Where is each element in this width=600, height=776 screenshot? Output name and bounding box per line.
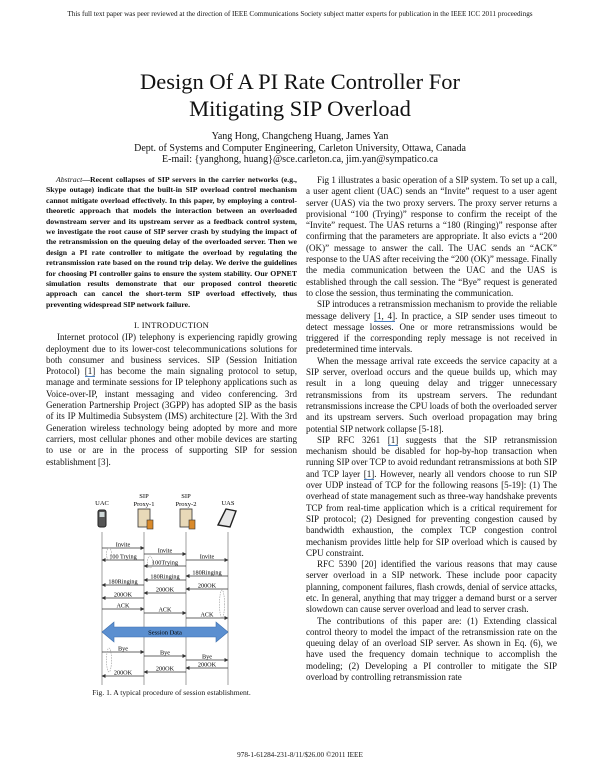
text: SIP introduces a retransmission mechanis…	[306, 299, 557, 321]
running-header: This full text paper was peer reviewed a…	[67, 10, 533, 18]
entity-label: UAS	[221, 500, 234, 507]
message-label: 200OK	[114, 592, 133, 599]
retransmission-timer-indicator	[106, 547, 112, 561]
message-label: 100Trying	[152, 560, 178, 567]
citation-link[interactable]: [1]	[363, 468, 375, 480]
message-label: 200OK	[198, 662, 217, 669]
message-label: Bye	[160, 650, 170, 657]
phone-screen	[99, 512, 105, 517]
message-label: 180Ringing	[150, 574, 179, 581]
affiliation: Dept. of Systems and Computer Engineerin…	[134, 142, 466, 154]
title-line-2: Mitigating SIP Overload	[189, 96, 411, 121]
message-label: ACK	[200, 612, 214, 619]
citation-link[interactable]: [1, 4]	[373, 310, 396, 322]
footer-copyright: 978-1-61284-231-8/11/$26.00 ©2011 IEEE	[237, 751, 363, 759]
session-data-arrow	[101, 621, 229, 643]
citation-link[interactable]: [1]	[84, 366, 96, 378]
paragraph: SIP RFC 3261 [1] suggests that the SIP r…	[306, 434, 557, 559]
message-label: Invite	[158, 548, 173, 555]
entity-label: UAC	[95, 500, 109, 507]
paragraph: RFC 5390 [20] identified the various rea…	[306, 559, 557, 615]
text: . However, nearly all vendors choose to …	[306, 468, 557, 558]
email: E-mail: {yanghong, huang}@sce.carleton.c…	[162, 154, 438, 165]
text: . In practice, a SIP sender uses timeout…	[306, 310, 557, 355]
section-heading: I. INTRODUCTION	[133, 320, 210, 331]
citation-link[interactable]: [1]	[387, 434, 399, 446]
paragraph: Fig 1 illustrates a basic operation of a…	[306, 175, 557, 298]
left-column: Abstract—Recent collapses of SIP servers…	[46, 175, 297, 468]
author-block: Yang Hong, Changcheng Huang, James Yan D…	[60, 131, 540, 166]
session-data-label: Session Data	[148, 630, 182, 637]
message-label: 200OK	[198, 583, 217, 590]
entity-label-top: SIP	[181, 493, 191, 500]
title-line-1: Design Of A PI Rate Controller For	[140, 69, 460, 94]
message-label: 200OK	[156, 666, 175, 673]
message-label: ACK	[158, 607, 172, 614]
entity-label: Proxy-1	[134, 501, 155, 508]
authors: Yang Hong, Changcheng Huang, James Yan	[211, 131, 389, 142]
message-label: Bye	[118, 646, 128, 653]
figure-caption: Fig. 1. A typical procedure of session e…	[92, 688, 251, 697]
abstract-label: Abstract	[56, 175, 83, 184]
right-column: Fig 1 illustrates a basic operation of a…	[306, 175, 557, 683]
text: SIP RFC 3261	[317, 434, 388, 445]
entity-label: Proxy-2	[176, 501, 197, 508]
server-doc	[188, 519, 196, 530]
message-label: Invite	[200, 554, 215, 561]
retransmission-timer-indicator	[147, 555, 153, 569]
message-label: ACK	[116, 603, 130, 610]
message-label: Invite	[116, 542, 131, 549]
abstract-text: —Recent collapses of SIP servers in the …	[46, 175, 297, 309]
text: suggests that the SIP retransmission mec…	[306, 434, 557, 479]
message-label: 180Ringing	[108, 579, 137, 586]
message-label: Bye	[202, 654, 212, 661]
message-label: 200OK	[156, 587, 175, 594]
paragraph: SIP introduces a retransmission mechanis…	[306, 299, 557, 355]
retransmission-timer-indicator	[106, 647, 112, 673]
message-label: 180Ringing	[192, 570, 221, 577]
intro-paragraph: Internet protocol (IP) telephony is expe…	[46, 332, 297, 468]
retransmission-timer-indicator	[219, 589, 225, 619]
paper-title: Design Of A PI Rate Controller For Mitig…	[60, 68, 540, 122]
server-doc	[146, 519, 154, 530]
paragraph: The contributions of this paper are: (1)…	[306, 615, 557, 683]
text: Internet protocol (IP) telephony is expe…	[46, 332, 297, 377]
text: has become the main signaling protocol t…	[46, 366, 297, 467]
abstract: Abstract—Recent collapses of SIP servers…	[46, 175, 297, 310]
paragraph: When the message arrival rate exceeds th…	[306, 355, 557, 434]
message-label: 100 Trying	[109, 554, 136, 561]
entity-label-top: SIP	[139, 493, 149, 500]
message-label: 200OK	[114, 670, 133, 677]
flip-phone-icon	[216, 508, 237, 528]
